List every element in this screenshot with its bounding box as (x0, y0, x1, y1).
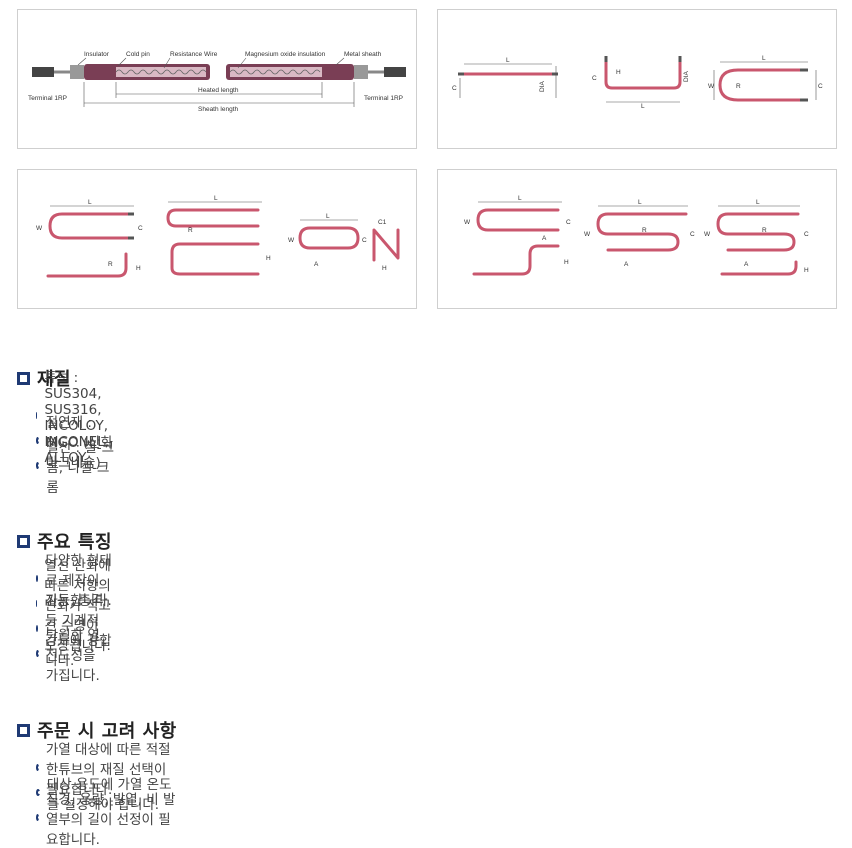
dim-h-4: H (136, 265, 141, 272)
list-item: 다양한 형태로 제작이 가능합니다. (36, 553, 112, 609)
dim-r-9: R (642, 227, 647, 234)
dim-dia-2: DIA (683, 71, 690, 83)
list-item-text: 절연재 : MGO (산화마그네슘) (45, 414, 113, 471)
section-heading: 주문 시 고려 사항 (37, 721, 177, 742)
dim-c-6: C (362, 237, 367, 244)
list-item: 대상 용도에 가열 온도를 설정해야 합니다. (36, 777, 177, 813)
dim-w-4: W (36, 225, 43, 232)
dim-dia: DIA (539, 81, 546, 93)
dim-c-9: C (690, 231, 695, 238)
dim-l: L (506, 57, 510, 64)
dim-l-10: L (756, 199, 760, 206)
section-heading: 재질 (37, 369, 72, 390)
dim-l-8: L (518, 195, 522, 202)
circle-bullet-icon (36, 412, 44, 419)
dim-h-5: H (266, 255, 271, 262)
dim-c-8: C (566, 219, 571, 226)
dim-w-6: W (288, 237, 295, 244)
dim-l-4: L (88, 199, 92, 206)
dim-l-2: L (641, 103, 645, 110)
section-features: 주요 특징 다양한 형태로 제작이 가능합니다. 열선 산화에 따른 저항의 변… (17, 530, 113, 684)
dim-r-10: R (762, 227, 767, 234)
material-list: 튜브 : SUS304, SUS316, INCOLOY, INCONEL, A… (36, 370, 115, 496)
circle-bullet-icon (36, 437, 41, 444)
list-item-text: 가열 대상에 따른 적절한튜브의 재질 선택이 필요합니다. (45, 741, 171, 798)
dim-h-8: H (564, 259, 569, 266)
list-item: 직경, 용량, 발열, 비 발열부의 길이 선정이 필요합니다. (36, 792, 177, 848)
dim-w-3: W (708, 83, 715, 90)
circle-bullet-icon (36, 575, 43, 582)
dim-c-2: C (592, 75, 597, 82)
shape-diagrams-3: L W C A H L W C R A L W C R A H (437, 169, 837, 309)
label-terminal-right: Terminal 1RP (364, 95, 403, 102)
label-resistance-wire: Resistance Wire (170, 51, 218, 58)
list-item-text: 진동, 충격 등 기계적 강도에 강합니다. (45, 592, 112, 669)
list-item-text: 직경, 용량, 발열, 비 발열부의 길이 선정이 필요합니다. (45, 791, 176, 848)
section-order-considerations: 주문 시 고려 사항 가열 대상에 따른 적절한튜브의 재질 선택이 필요합니다… (17, 719, 177, 848)
list-item: 절연재 : MGO (산화마그네슘) (36, 415, 115, 471)
section-title-features: 주요 특징 (17, 530, 113, 553)
circle-bullet-icon (36, 600, 44, 607)
dim-c-10: C (804, 231, 809, 238)
section-title-material: 재질 (17, 367, 72, 390)
circle-bullet-icon (36, 764, 41, 771)
list-item: 탁월한 열 전도성을 가집니다. (36, 628, 112, 684)
section-material: 재질 튜브 : SUS304, SUS316, INCOLOY, INCONEL… (17, 367, 114, 496)
dim-h-7: H (382, 265, 387, 272)
list-item: 열선 : 철-크롬, 니켈-크롬 (36, 440, 115, 496)
label-metal-sheath: Metal sheath (344, 51, 382, 58)
list-item-text: 대상 용도에 가열 온도를 설정해야 합니다. (46, 776, 172, 813)
dim-l-3: L (762, 55, 766, 62)
list-item: 진동, 충격 등 기계적 강도에 강합니다. (36, 593, 112, 669)
list-item-text: 열선 산화에 따른 저항의 변화가 적고 긴 수명이 보장됩니다. (44, 557, 111, 654)
dim-c-4: C (138, 225, 143, 232)
dim-w-9: W (584, 231, 591, 238)
label-heated-length: Heated length (198, 87, 239, 94)
label-sheath-length: Sheath length (198, 106, 239, 113)
list-item-text: 탁월한 열 전도성을 가집니다. (45, 627, 100, 684)
label-terminal-left: Terminal 1RP (28, 95, 67, 102)
dim-a-9: A (624, 261, 629, 268)
features-list: 다양한 형태로 제작이 가능합니다. 열선 산화에 따른 저항의 변화가 적고 … (36, 553, 112, 684)
dim-c-3: C (818, 83, 823, 90)
order-list: 가열 대상에 따른 적절한튜브의 재질 선택이 필요합니다. 대상 용도에 가열… (36, 742, 177, 848)
circle-bullet-icon (36, 814, 41, 821)
dim-h-10: H (804, 267, 809, 274)
dim-w-10: W (704, 231, 711, 238)
circle-bullet-icon (36, 462, 42, 469)
label-insulator: Insulator (84, 51, 110, 58)
list-item-text: 다양한 형태로 제작이 가능합니다. (45, 552, 112, 609)
section-heading: 주요 특징 (37, 532, 113, 553)
square-bullet-icon (17, 723, 30, 737)
list-item-text: 튜브 : SUS304, SUS316, INCOLOY, INCONEL, A… (44, 369, 110, 466)
list-item-text: 열선 : 철-크롬, 니켈-크롬 (46, 439, 115, 496)
circle-bullet-icon (36, 650, 41, 657)
square-bullet-icon (17, 371, 30, 385)
label-mgo: Magnesium oxide insulation (245, 51, 326, 58)
dim-a-6: A (314, 261, 319, 268)
section-title-order: 주문 시 고려 사항 (17, 719, 177, 742)
dim-r-3: R (736, 83, 741, 90)
dim-l-9: L (638, 199, 642, 206)
shape-diagrams-2: L W C R H L R H L W C A C1 H (17, 169, 417, 309)
dim-h-2: H (616, 69, 621, 76)
heater-structure-diagram: Insulator Cold pin Resistance Wire Magne… (17, 9, 417, 149)
dim-a-8: A (542, 235, 547, 242)
list-item: 열선 산화에 따른 저항의 변화가 적고 긴 수명이 보장됩니다. (36, 558, 112, 654)
dim-l-6: L (326, 213, 330, 220)
shape-diagrams-1: L C DIA L C H DIA L W C R (437, 9, 837, 149)
dim-c: C (452, 85, 457, 92)
dim-w-8: W (464, 219, 471, 226)
circle-bullet-icon (36, 625, 42, 632)
dim-l-5: L (214, 195, 218, 202)
square-bullet-icon (17, 534, 30, 548)
dim-r-4: R (108, 261, 113, 268)
dim-a-10: A (744, 261, 749, 268)
circle-bullet-icon (36, 789, 41, 796)
list-item: 가열 대상에 따른 적절한튜브의 재질 선택이 필요합니다. (36, 742, 177, 798)
list-item: 튜브 : SUS304, SUS316, INCOLOY, INCONEL, A… (36, 370, 115, 466)
dim-r-5: R (188, 227, 193, 234)
label-cold-pin: Cold pin (126, 51, 150, 58)
dim-c1: C1 (378, 219, 387, 226)
